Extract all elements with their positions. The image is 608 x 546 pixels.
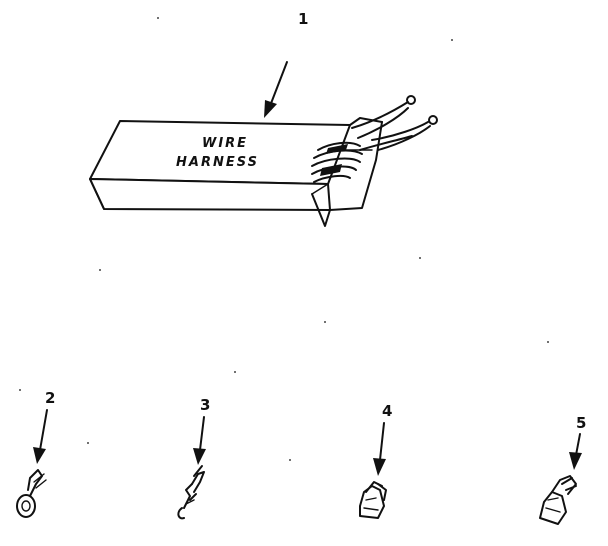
insulated-connector-icon	[539, 475, 577, 525]
callout-number-3: 3	[200, 396, 210, 414]
callout-number-5: 5	[576, 414, 586, 432]
terminal-part-4: 4	[359, 402, 392, 519]
female-connector-icon	[359, 481, 387, 519]
terminal-part-2: 2	[16, 389, 55, 518]
spade-terminal-icon	[177, 465, 205, 520]
callout-number-1: 1	[298, 10, 308, 28]
callout-number-2: 2	[45, 389, 55, 407]
terminal-part-5: 5	[539, 414, 586, 525]
harness-label-line2: HARNESS	[176, 155, 259, 170]
harness-label-line1: WIRE	[202, 136, 248, 151]
terminal-part-3: 3	[177, 396, 210, 520]
callout-arrow-1	[264, 61, 288, 118]
wire-coil	[311, 141, 363, 183]
wire-leads	[351, 95, 438, 151]
ring-terminal-icon	[16, 469, 47, 518]
harness-box: WIRE HARNESS	[89, 95, 438, 227]
callout-arrow-4	[373, 422, 386, 476]
callout-arrow-3	[193, 416, 206, 465]
callout-number-4: 4	[382, 402, 392, 420]
wire-harness-part: 1	[89, 10, 438, 227]
callout-arrow-5	[569, 433, 582, 470]
scan-specks	[19, 17, 549, 461]
callout-arrow-2	[33, 409, 48, 464]
